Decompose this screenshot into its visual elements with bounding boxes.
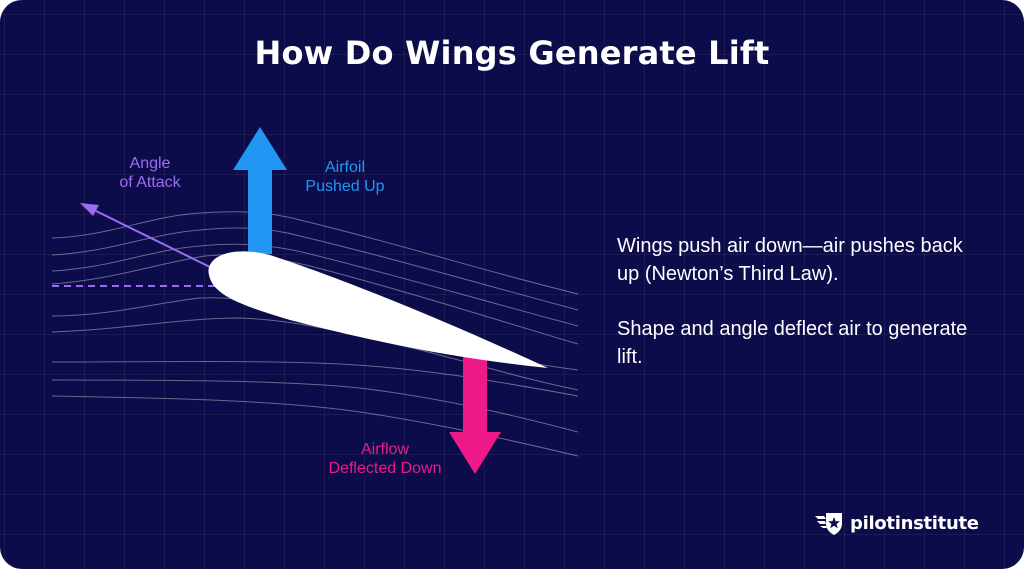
angle-of-attack-arrowhead [80, 203, 99, 216]
pilot-wings-star-icon [815, 513, 842, 535]
streamline [51, 243, 579, 327]
brand-logo: pilotinstitute [814, 508, 979, 538]
downwash-arrowhead [449, 432, 501, 474]
airfoil-pushed-up-label: Airfoil Pushed Up [290, 158, 400, 196]
airfoil [208, 251, 548, 368]
brand-name: pilotinstitute [850, 512, 979, 534]
lift-arrow-shaft [248, 168, 272, 254]
angle-of-attack-line-1: Angle [129, 155, 171, 172]
page-title: How Do Wings Generate Lift [254, 34, 770, 72]
angle-of-attack-line-2: of Attack [119, 174, 181, 191]
airfoil-pushed-up-line-2: Pushed Up [305, 178, 385, 195]
streamline [51, 379, 579, 433]
angle-of-attack-label: Angle of Attack [100, 154, 200, 192]
airflow-deflected-down-label: Airflow Deflected Down [300, 440, 470, 478]
description-paragraph-1: Wings push air down—air pushes back up (… [617, 235, 963, 285]
airflow-deflected-down-line-2: Deflected Down [328, 460, 442, 477]
lift-arrowhead [233, 127, 287, 170]
downwash-arrow-shaft [463, 350, 487, 434]
streamline [51, 395, 579, 457]
description: Wings push air down—air pushes back up (… [617, 232, 987, 398]
airflow-deflected-down-line-1: Airflow [360, 441, 409, 458]
streamline [51, 361, 579, 397]
chord-line [91, 208, 217, 271]
streamlines [51, 211, 579, 457]
airfoil-pushed-up-line-1: Airfoil [324, 159, 365, 176]
description-paragraph-2: Shape and angle deflect air to generate … [617, 318, 968, 368]
